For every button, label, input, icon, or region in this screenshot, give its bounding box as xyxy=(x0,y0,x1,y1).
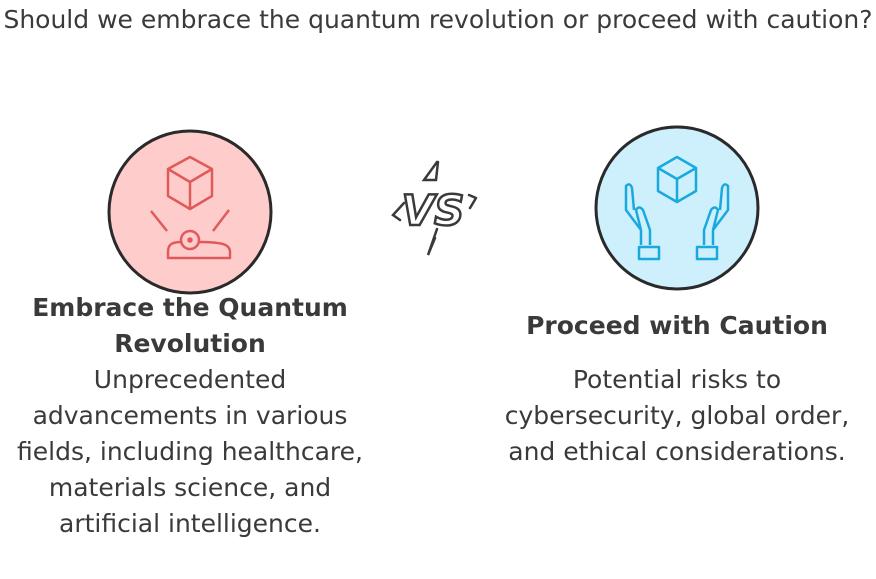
vs-icon xyxy=(391,160,478,256)
left-heading: Embrace the Quantum Revolution xyxy=(32,293,348,358)
right-heading: Proceed with Caution xyxy=(526,311,828,340)
cube-hologram-icon xyxy=(150,155,232,260)
left-description: Unprecedented advancements in various fi… xyxy=(17,365,363,538)
diagram-title: Should we embrace the quantum revolution… xyxy=(3,5,873,34)
hands-holding-cube-icon xyxy=(624,155,730,261)
right-description: Potential risks to cybersecurity, global… xyxy=(504,365,850,466)
right-circle xyxy=(594,125,760,291)
vs-label: VS xyxy=(402,186,465,235)
left-circle xyxy=(107,129,273,295)
